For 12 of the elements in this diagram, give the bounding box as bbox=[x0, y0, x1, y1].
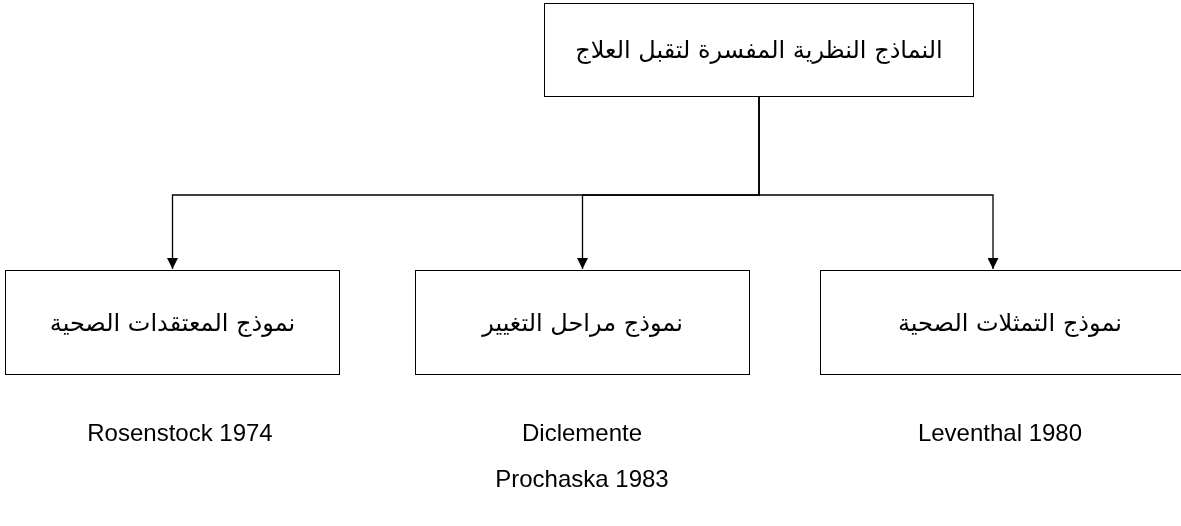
arrow bbox=[758, 96, 999, 270]
model-title: نموذج مراحل التغيير bbox=[482, 308, 683, 337]
reference-label: Leventhal 1980 bbox=[916, 418, 1084, 448]
model-title: نموذج المعتقدات الصحية bbox=[49, 308, 296, 337]
reference-label: Rosenstock 1974 bbox=[86, 418, 274, 448]
reference-label: Diclemente Prochaska 1983 bbox=[494, 418, 670, 494]
model-box bbox=[544, 3, 974, 97]
model-title: النماذج النظرية المفسرة لتقبل العلاج bbox=[575, 36, 943, 64]
model-box bbox=[820, 270, 1181, 375]
model-box bbox=[5, 270, 340, 375]
model-title: نموذج التمثلات الصحية bbox=[897, 308, 1122, 337]
model-box bbox=[415, 270, 750, 375]
